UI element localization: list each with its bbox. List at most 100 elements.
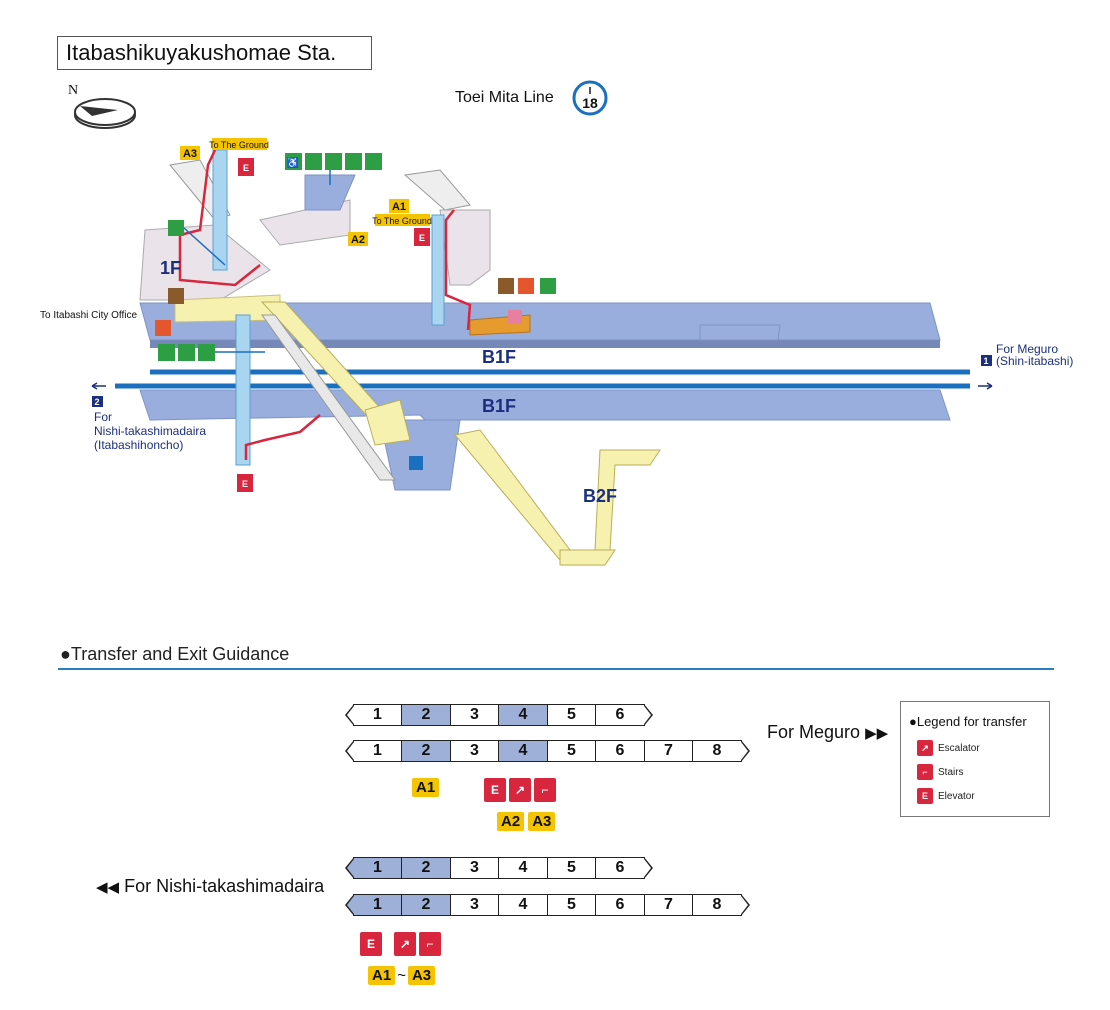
dir-nishi-line2: Nishi-takashimadaira — [94, 424, 206, 438]
elevator-icon: E — [414, 228, 430, 246]
train-car: 4 — [498, 857, 548, 879]
svg-text:2: 2 — [94, 397, 99, 407]
train-nose-left — [345, 894, 354, 916]
escalator-icon: ↗ — [509, 778, 531, 802]
baby-icon — [325, 153, 342, 170]
train-car: 3 — [449, 857, 500, 879]
train-car: 6 — [595, 740, 645, 762]
svg-text:E: E — [419, 233, 425, 243]
compass-icon: N — [68, 83, 136, 129]
svg-text:1: 1 — [983, 356, 988, 366]
station-title: Itabashikuyakushomae Sta. — [57, 36, 372, 70]
train-nose-left — [345, 857, 354, 879]
escalator-icon: ↗ — [394, 932, 416, 956]
baby-icon — [178, 344, 195, 361]
exit-a2: A2 — [351, 234, 365, 246]
city-office-label: To Itabashi City Office — [40, 310, 138, 321]
elevator-icon: E — [484, 778, 506, 802]
train-car: 5 — [546, 857, 597, 879]
train-car: 6 — [595, 857, 645, 879]
dir-meguro-line2: (Shin-itabashi) — [996, 354, 1073, 368]
train-car: 1 — [352, 857, 403, 879]
svg-text:18: 18 — [582, 95, 598, 111]
dir-meguro-line1: For Meguro — [996, 342, 1058, 356]
nishi-direction: ◀◀ For Nishi-takashimadaira — [96, 876, 325, 896]
floor-b2f: B2F — [583, 486, 617, 506]
guidance-title: ●Transfer and Exit Guidance — [60, 644, 290, 664]
nishi-transfer-icons: E ↗ ⌐ — [360, 932, 441, 956]
train-car: 6 — [595, 894, 645, 916]
train-car: 3 — [449, 740, 500, 762]
train-car: 4 — [498, 740, 548, 762]
train-car: 2 — [401, 704, 451, 726]
train-car: 2 — [401, 857, 451, 879]
meguro-exit-a1: A1 — [412, 778, 440, 797]
north-label: N — [68, 83, 78, 98]
aed-icon — [518, 278, 534, 294]
train-car: 2 — [401, 740, 451, 762]
svg-text:♿: ♿ — [287, 156, 299, 169]
station-map: N Toei Mita Line I 18 — [40, 80, 1073, 566]
ticket-machine-icon — [168, 220, 184, 236]
station-office-icon — [168, 288, 184, 304]
dir-nishi-line3: (Itabashihoncho) — [94, 438, 183, 452]
escalator-icon: ↗ — [917, 740, 933, 756]
elevator-icon: E — [238, 158, 254, 176]
guidance-divider — [58, 668, 1054, 670]
floor-b1-upper: B1F — [482, 347, 516, 367]
stairs-icon: ⌐ — [419, 932, 441, 956]
train-nose-right — [643, 857, 653, 879]
wheelchair-icon — [158, 344, 175, 361]
train-car: 5 — [546, 740, 597, 762]
train-car: 5 — [546, 894, 597, 916]
train-car: 1 — [352, 894, 403, 916]
concourse-1f — [139, 174, 356, 323]
to-ground-1: To The Ground — [209, 140, 269, 150]
train-car: 6 — [595, 704, 645, 726]
train-car: 7 — [643, 894, 694, 916]
train-car: 1 — [352, 704, 403, 726]
svg-text:E: E — [242, 479, 248, 489]
multipurpose-icon — [365, 153, 382, 170]
line-name: Toei Mita Line — [455, 89, 554, 106]
train-car: 3 — [449, 704, 500, 726]
nursing-icon — [198, 344, 215, 361]
toilet-icon: ♿ — [285, 153, 302, 170]
legend-title: ●Legend for transfer — [909, 714, 1027, 729]
train-nose-left — [345, 704, 354, 726]
train-car: 1 — [352, 740, 403, 762]
train-car: 3 — [449, 894, 500, 916]
legend-escalator: ↗Escalator — [917, 740, 980, 756]
train-car: 7 — [643, 740, 694, 762]
svg-text:I: I — [589, 86, 592, 97]
nursing-icon — [345, 153, 362, 170]
exit-a3: A3 — [183, 148, 197, 160]
train-car: 2 — [401, 894, 451, 916]
nishi-exit-range: A1 ~ A3 — [368, 966, 436, 985]
route-b1-lower — [244, 414, 321, 460]
dir-nishi-line1: For — [94, 410, 112, 424]
line-badge: I 18 — [572, 80, 608, 116]
train-nose-left — [345, 740, 354, 762]
stairs-icon: ⌐ — [917, 764, 933, 780]
ticket-machine-icon — [540, 278, 556, 294]
station-office-icon — [498, 278, 514, 294]
floor-1f: 1F — [160, 258, 181, 278]
train-nose-right — [740, 740, 750, 762]
train-car: 4 — [498, 894, 548, 916]
legend-box: ●Legend for transfer ↗Escalator ⌐Stairs … — [900, 701, 1050, 817]
elevator-icon: E — [917, 788, 933, 804]
svg-text:E: E — [243, 163, 249, 173]
train-car: 4 — [498, 704, 548, 726]
exit-a1: A1 — [392, 201, 406, 213]
stairs-icon: ⌐ — [534, 778, 556, 802]
elevator-icon: E — [360, 932, 382, 956]
meguro-transfer-icons: E ↗ ⌐ — [484, 778, 556, 802]
aed-icon — [155, 320, 171, 336]
